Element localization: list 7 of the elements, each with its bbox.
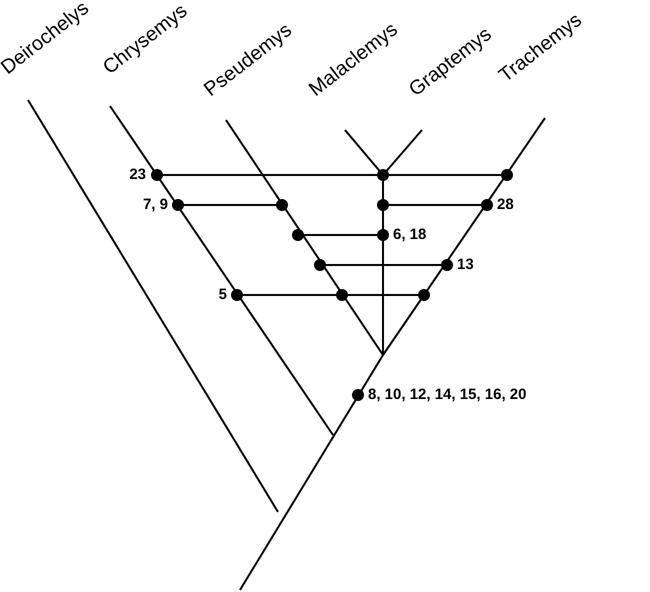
character-number: 6, 18 bbox=[393, 227, 426, 242]
character-number: 5 bbox=[218, 287, 227, 302]
character-number: 8, 10, 12, 14, 15, 16, 20 bbox=[368, 387, 526, 402]
character-number: 7, 9 bbox=[142, 197, 168, 212]
character-number: 28 bbox=[497, 197, 514, 212]
character-number: 13 bbox=[457, 257, 474, 272]
character-number: 23 bbox=[129, 167, 146, 182]
